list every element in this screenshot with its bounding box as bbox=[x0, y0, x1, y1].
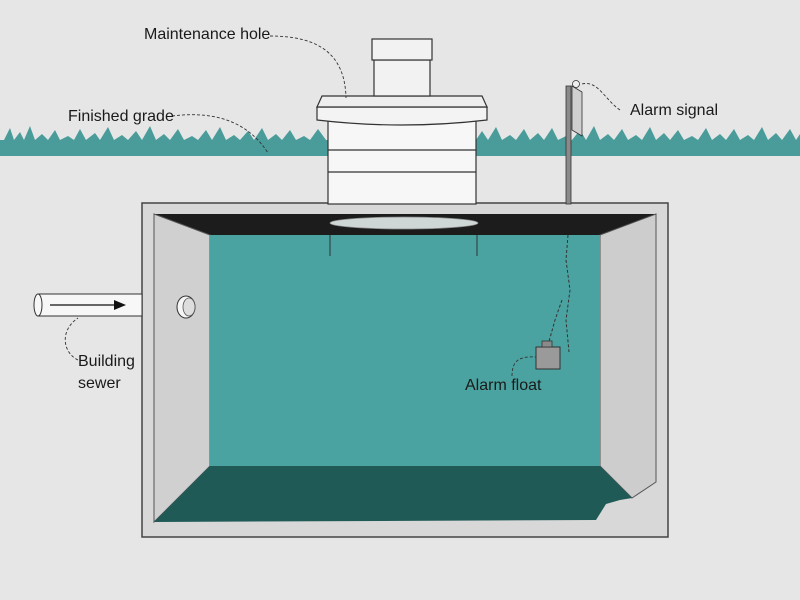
leader-building-sewer bbox=[64, 317, 79, 361]
leader-alarm-signal bbox=[581, 83, 621, 111]
tank-right-inner-wall bbox=[599, 213, 657, 499]
alarm-float-cap bbox=[541, 340, 553, 348]
leader-alarm-float bbox=[511, 356, 537, 377]
hatch-opening bbox=[329, 216, 479, 230]
alarm-post bbox=[565, 85, 572, 205]
label-building-sewer-line1: Building bbox=[78, 353, 135, 370]
water-floor bbox=[154, 466, 632, 522]
label-finished-grade: Finished grade bbox=[68, 108, 174, 125]
flow-arrow-icon bbox=[50, 300, 126, 310]
leader-finished-grade bbox=[171, 114, 269, 154]
label-maintenance-hole: Maintenance hole bbox=[144, 26, 270, 43]
maintenance-hole-riser bbox=[316, 38, 488, 205]
alarm-float bbox=[535, 346, 561, 370]
water-back bbox=[210, 235, 600, 466]
alarm-light-icon bbox=[572, 80, 580, 88]
label-building-sewer-line2: sewer bbox=[78, 375, 121, 392]
label-alarm-signal: Alarm signal bbox=[630, 102, 718, 119]
alarm-float-cable bbox=[547, 234, 571, 353]
alarm-signal-box[interactable] bbox=[571, 85, 583, 137]
leader-maintenance-hole bbox=[269, 35, 347, 99]
label-alarm-float: Alarm float bbox=[465, 377, 542, 394]
